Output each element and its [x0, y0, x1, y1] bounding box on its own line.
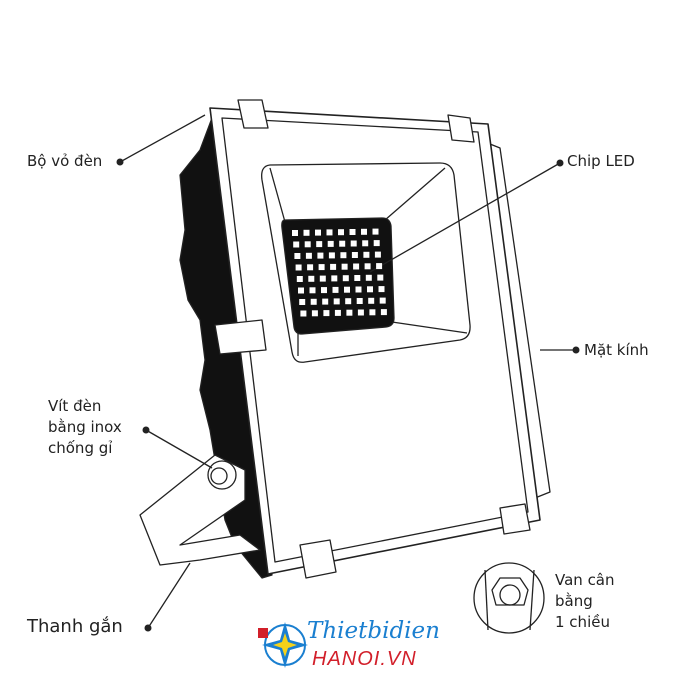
led-dot	[346, 309, 353, 316]
led-dot	[311, 310, 318, 317]
led-dot	[373, 240, 380, 247]
led-dot	[295, 264, 302, 271]
led-dot	[369, 309, 376, 316]
led-dot	[345, 298, 352, 305]
led-dot	[298, 287, 304, 294]
led-dot	[355, 286, 362, 293]
led-dot	[299, 299, 306, 305]
led-dot	[307, 264, 314, 271]
led-dot	[376, 263, 383, 270]
led-dot	[322, 298, 329, 305]
led-dot	[350, 240, 357, 247]
led-dot	[333, 298, 340, 305]
led-dot	[305, 252, 312, 259]
led-dot	[321, 287, 327, 294]
led-dot	[304, 241, 311, 248]
led-dot	[294, 253, 301, 259]
led-dot	[323, 310, 330, 317]
led-dot	[296, 276, 303, 282]
led-dot	[338, 229, 344, 236]
led-dot	[309, 287, 316, 294]
led-dot	[377, 274, 384, 281]
led-dot	[310, 298, 317, 305]
led-dot	[293, 241, 300, 248]
led-dot	[308, 275, 315, 282]
led-dot	[364, 263, 371, 270]
led-dot	[349, 229, 356, 235]
led-dot	[374, 251, 381, 258]
led-dot	[316, 241, 323, 248]
label-housing: Bộ vỏ đèn	[27, 152, 103, 170]
led-dot	[319, 275, 326, 282]
led-dot	[353, 263, 360, 270]
label-screw-1: Vít đèn	[48, 397, 102, 415]
led-dot	[365, 274, 372, 281]
led-dot	[341, 263, 348, 270]
led-dot	[367, 286, 373, 293]
led-dot	[300, 310, 307, 317]
led-dot	[380, 309, 387, 316]
logo-emblem	[258, 622, 308, 668]
led-dot	[317, 252, 324, 259]
led-dot	[344, 286, 350, 293]
led-dot	[292, 230, 298, 236]
led-dot	[330, 263, 337, 270]
bottom-clip	[499, 503, 531, 535]
logo-text-2: HANOI.VN	[312, 648, 417, 670]
logo-text-1: Thietbidien	[307, 618, 440, 644]
led-dot	[328, 252, 335, 259]
led-dot	[378, 286, 385, 293]
top-clip	[237, 99, 269, 129]
led-dot	[331, 275, 338, 282]
led-dot	[327, 240, 334, 247]
led-dot	[303, 229, 310, 236]
led-dot	[356, 298, 363, 304]
led-dot	[318, 264, 325, 271]
led-dot	[363, 251, 370, 258]
led-dot	[351, 252, 358, 258]
bottom-clip	[299, 539, 337, 579]
led-dot	[339, 240, 346, 247]
led-dot	[315, 229, 321, 236]
led-dot	[332, 286, 339, 293]
side-clip	[214, 319, 267, 355]
label-chip-led: Chip LED	[567, 152, 635, 170]
label-valve-3: 1 chiều	[555, 613, 610, 631]
label-screw-2: bằng inox	[48, 418, 122, 436]
led-dot	[340, 252, 347, 259]
led-dot	[354, 275, 361, 281]
led-dot	[362, 240, 369, 247]
label-valve-1: Van cân	[555, 571, 615, 589]
led-dot	[361, 228, 367, 235]
label-glass: Mặt kính	[584, 341, 649, 359]
led-dot	[357, 309, 364, 316]
label-bracket: Thanh gắn	[27, 616, 123, 637]
led-dot	[342, 275, 349, 282]
led-dot	[368, 297, 375, 304]
label-screw-3: chống gỉ	[48, 439, 113, 457]
label-valve-2: bằng	[555, 592, 593, 610]
led-dot	[372, 228, 379, 235]
led-dot	[334, 309, 341, 316]
led-dot	[379, 297, 386, 304]
top-clip	[447, 114, 475, 143]
led-dot	[326, 229, 333, 236]
